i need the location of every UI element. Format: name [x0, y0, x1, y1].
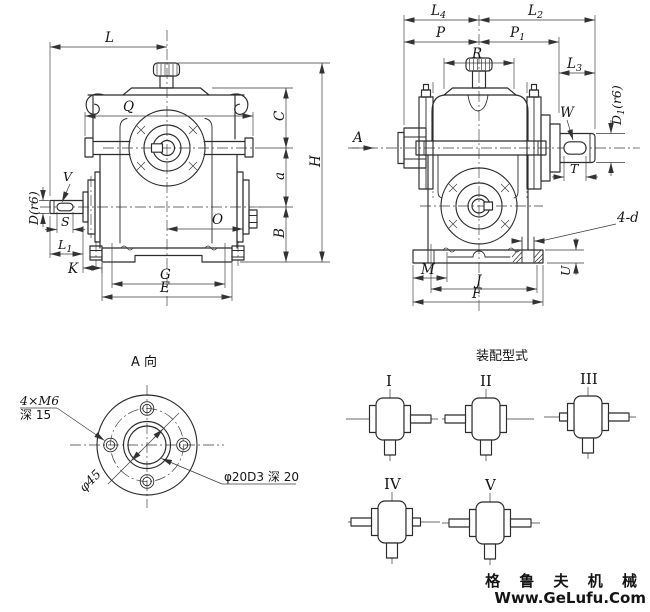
- dim-label-D1-r6: D1(r6): [609, 85, 627, 126]
- dim-label-4d: 4-d: [616, 210, 639, 226]
- dim-label-P1: P1: [509, 25, 525, 43]
- bolt-holes: [103, 401, 191, 489]
- side-view-dimensions: L4 L2 P P1 R L3 W D1(r6) T 4-d: [351, 3, 639, 306]
- dim-label-Q: Q: [123, 99, 134, 115]
- dim-label-L3: L3: [566, 56, 582, 74]
- front-view-linework: [49, 62, 258, 263]
- dim-label-S: S: [61, 214, 70, 229]
- a-view-title: A 向: [131, 354, 157, 370]
- assembly-label-5: V: [484, 476, 497, 494]
- dim-label-L2: L2: [527, 3, 543, 21]
- dim-label-W: W: [560, 105, 575, 121]
- assembly-label-1: I: [386, 372, 392, 390]
- dim-label-L: L: [104, 30, 114, 46]
- dim-label-dia45: φ45: [76, 466, 104, 494]
- side-view-linework: [397, 57, 596, 264]
- assembly-label-2: II: [480, 372, 492, 390]
- view-arrow-label-A: A: [351, 130, 363, 146]
- dim-label-B: B: [272, 228, 288, 239]
- watermark-line2: Www.GeLufu.Com: [494, 589, 646, 607]
- dim-label-R: R: [471, 46, 482, 62]
- dim-label-P: P: [435, 25, 446, 41]
- dim-label-a: a: [272, 172, 288, 180]
- dim-label-H: H: [308, 155, 324, 168]
- note-thread-depth: 深 15: [20, 408, 51, 422]
- dim-label-C: C: [272, 110, 288, 121]
- dim-label-L4: L4: [430, 3, 446, 21]
- assembly-title: 装配型式: [476, 349, 528, 364]
- watermark: 格 鲁 夫 机 械 Www.GeLufu.Com: [485, 572, 646, 607]
- dim-label-G: G: [160, 267, 171, 283]
- dim-label-V: V: [63, 169, 74, 184]
- front-view-dimensions: L Q H C a B O G E K: [26, 30, 330, 301]
- dim-label-K: K: [67, 261, 79, 277]
- dim-label-T: T: [570, 161, 580, 176]
- watermark-line1: 格 鲁 夫 机 械: [485, 572, 644, 590]
- assembly-type-1: I: [346, 372, 438, 461]
- assembly-type-5: V: [442, 476, 540, 565]
- note-bore: φ20D3 深 20: [224, 470, 299, 484]
- assembly-type-2: II: [442, 372, 534, 461]
- side-view: L4 L2 P P1 R L3 W D1(r6) T 4-d: [348, 3, 640, 312]
- front-view: L Q H C a B O G E K: [26, 30, 330, 306]
- assembly-type-3: III: [544, 370, 636, 459]
- dim-label-U: U: [558, 265, 573, 276]
- side-view-centerlines: [348, 15, 640, 312]
- dim-label-L1: L1: [57, 237, 72, 255]
- dim-label-J: J: [473, 273, 483, 289]
- assembly-label-4: IV: [384, 475, 402, 493]
- dim-label-F: F: [471, 286, 482, 302]
- dim-label-M: M: [420, 262, 436, 278]
- assembly-configurations: 装配型式 I II III: [346, 349, 636, 565]
- assembly-label-3: III: [580, 370, 598, 388]
- a-direction-view: A 向 φ45 4×M6 深 15 φ20D3 深 20: [19, 354, 299, 508]
- dim-label-O: O: [212, 212, 223, 228]
- dim-label-D-r6: D(r6): [26, 191, 41, 226]
- note-thread: 4×M6: [19, 393, 59, 408]
- assembly-type-4: IV: [348, 475, 440, 564]
- dim-label-E: E: [159, 280, 170, 296]
